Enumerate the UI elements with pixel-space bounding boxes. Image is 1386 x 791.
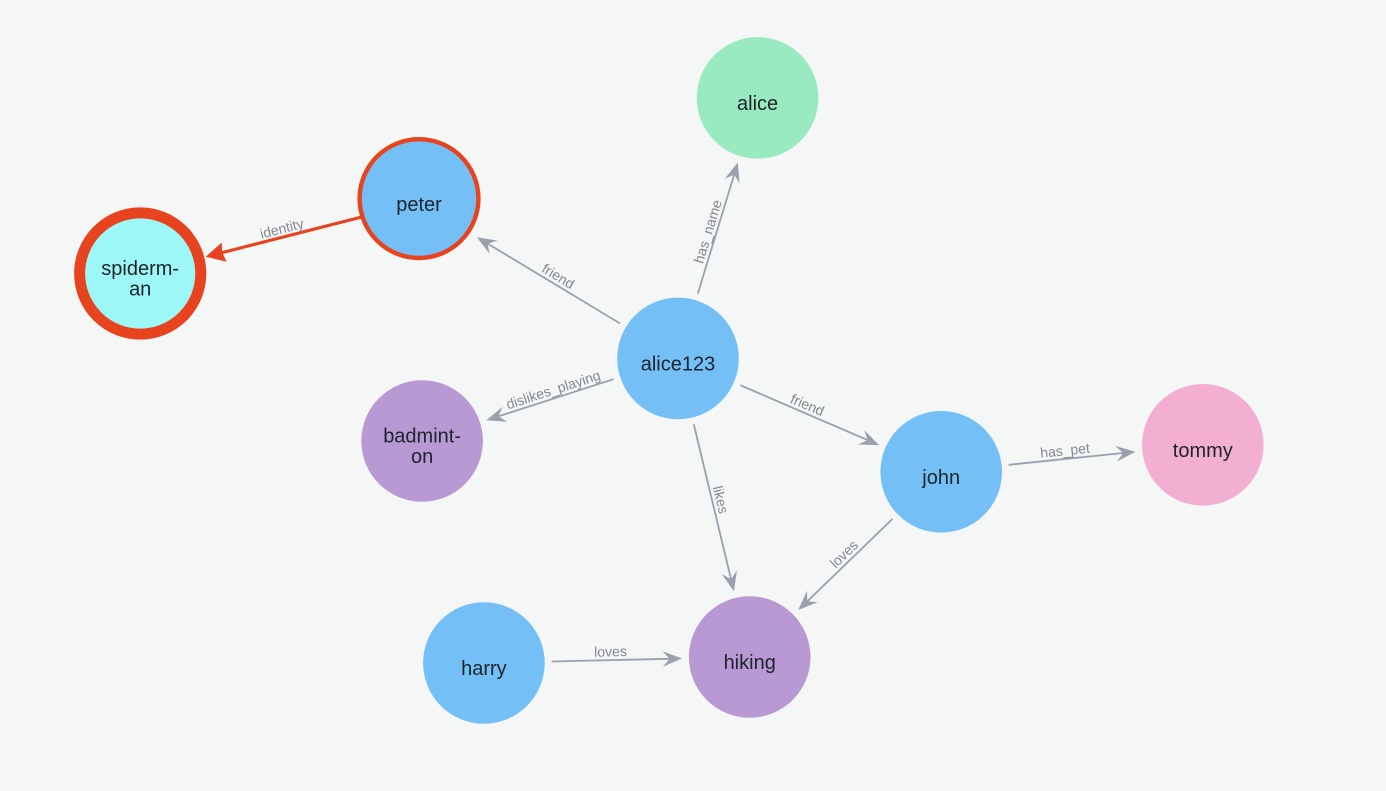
svg-text:john: john <box>921 467 960 489</box>
svg-text:alice123: alice123 <box>641 354 716 376</box>
svg-text:likes: likes <box>710 484 732 515</box>
svg-text:badmint-: badmint- <box>383 425 461 447</box>
svg-text:an: an <box>129 278 151 300</box>
svg-text:hiking: hiking <box>724 652 776 674</box>
svg-text:has_pet: has_pet <box>1039 440 1090 461</box>
svg-text:peter: peter <box>396 194 442 216</box>
svg-text:on: on <box>411 446 433 468</box>
svg-text:tommy: tommy <box>1173 440 1233 462</box>
svg-text:dislikes_playing: dislikes_playing <box>504 367 602 412</box>
svg-text:alice: alice <box>737 93 778 115</box>
svg-text:harry: harry <box>461 658 507 680</box>
svg-text:has_name: has_name <box>690 198 724 265</box>
svg-text:spiderm-: spiderm- <box>101 258 179 280</box>
svg-text:loves: loves <box>594 643 627 660</box>
